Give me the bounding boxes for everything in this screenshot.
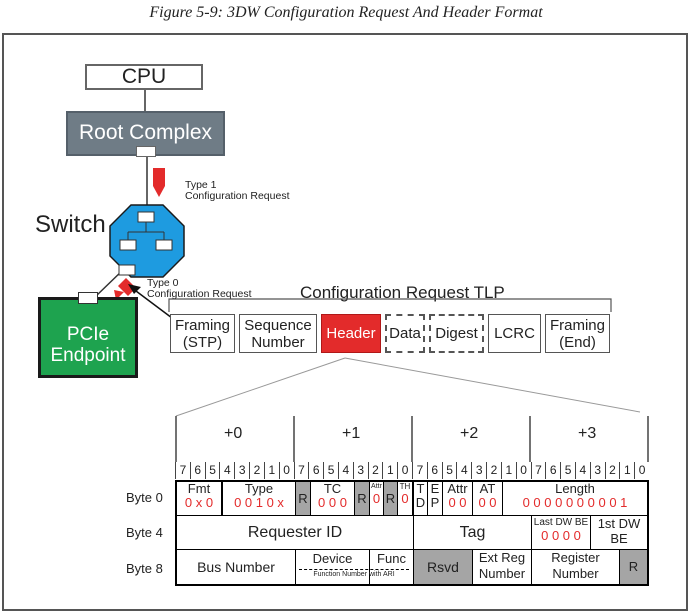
field-func: Func xyxy=(369,550,413,584)
bit-number: 3 xyxy=(352,462,368,479)
type0-label-line2: Configuration Request xyxy=(147,288,252,300)
type1-arrow xyxy=(153,168,165,197)
row-label-byte4: Byte 4 xyxy=(126,525,163,540)
bit-number: 2 xyxy=(249,462,264,479)
bit-number: 3 xyxy=(234,462,249,479)
field-length: Length 0 0 0 0 0 0 0 0 0 1 xyxy=(502,482,647,515)
bit-number: 2 xyxy=(604,462,620,479)
field-reserved-r: R xyxy=(619,550,647,584)
field-device: Device xyxy=(295,550,369,584)
row-label-byte0: Byte 0 xyxy=(126,490,163,505)
tlp-field-lcrc: LCRC xyxy=(488,314,541,353)
header-format-table: Fmt 0 x 0 Type 0 0 1 0 x R TC 0 0 0 R At… xyxy=(175,480,649,586)
bit-number: 2 xyxy=(367,462,383,479)
pcie-endpoint-box: PCIe Endpoint xyxy=(38,297,138,378)
bit-number: 7 xyxy=(293,462,309,479)
bit-number: 0 xyxy=(515,462,531,479)
byte-offset-1: +1 xyxy=(342,425,361,442)
bit-number: 6 xyxy=(426,462,442,479)
row-label-byte8: Byte 8 xyxy=(126,561,163,576)
field-rsvd: Rsvd xyxy=(413,550,472,584)
field-first-dw-be: 1st DW BE xyxy=(590,516,647,549)
ari-note: Function Number with ARI xyxy=(299,569,409,579)
byte-offset-0: +0 xyxy=(224,425,243,442)
field-requester-id: Requester ID xyxy=(177,516,413,549)
bit-number: 3 xyxy=(471,462,486,479)
bit-number: 2 xyxy=(486,462,501,479)
tlp-field-data: Data xyxy=(385,314,425,353)
tlp-title: Configuration Request TLP xyxy=(300,283,505,302)
field-at: AT 0 0 xyxy=(472,482,502,515)
byte-ticks xyxy=(175,416,649,462)
field-bus-number: Bus Number xyxy=(177,550,295,584)
bit-number: 1 xyxy=(500,462,516,479)
field-tag: Tag xyxy=(413,516,531,549)
bit-number: 0 xyxy=(397,462,412,479)
field-reserved-3: R xyxy=(383,482,397,515)
figure-caption: Figure 5-9: 3DW Configuration Request An… xyxy=(149,4,543,21)
field-attr: Attr 0 0 xyxy=(442,482,472,515)
switch-label: Switch xyxy=(35,211,106,238)
bit-number: 1 xyxy=(382,462,397,479)
bit-number: 0 xyxy=(634,462,649,479)
bit-number: 5 xyxy=(441,462,457,479)
bit-number: 4 xyxy=(574,462,590,479)
field-ext-reg-number: Ext Reg Number xyxy=(472,550,531,584)
bit-number: 6 xyxy=(545,462,560,479)
bit-number: 1 xyxy=(263,462,279,479)
field-register-number: Register Number xyxy=(531,550,619,584)
tlp-bracket xyxy=(168,298,612,312)
cpu-box: CPU xyxy=(85,64,203,90)
bit-number: 0 xyxy=(278,462,294,479)
tlp-field-framing-end: Framing(End) xyxy=(545,314,610,353)
bit-number: 3 xyxy=(589,462,605,479)
byte-offset-3: +3 xyxy=(578,425,597,442)
bit-number: 7 xyxy=(412,462,427,479)
tlp-field-digest: Digest xyxy=(429,314,484,353)
field-fmt: Fmt 0 x 0 xyxy=(177,482,221,515)
endpoint-label-line2: Endpoint xyxy=(50,345,126,366)
switch-node xyxy=(109,204,185,278)
field-ep: E P xyxy=(427,482,442,515)
bit-number: 1 xyxy=(619,462,634,479)
field-attr-bit: Attr 0 xyxy=(369,482,383,515)
endpoint-label-line1: PCIe xyxy=(66,324,110,345)
field-type: Type 0 0 1 0 x xyxy=(222,482,295,515)
root-complex-port xyxy=(136,146,156,157)
bit-number: 4 xyxy=(337,462,353,479)
bit-number: 7 xyxy=(175,462,190,479)
type0-label-line1: Type 0 xyxy=(147,277,179,289)
tlp-field-framing-start: Framing(STP) xyxy=(170,314,235,353)
type1-label-line1: Type 1 xyxy=(185,179,217,191)
endpoint-port xyxy=(78,292,98,304)
bit-number: 4 xyxy=(456,462,471,479)
bit-number: 5 xyxy=(560,462,575,479)
type1-label-line2: Configuration Request xyxy=(185,190,290,202)
field-tc: TC 0 0 0 xyxy=(310,482,354,515)
bit-number: 6 xyxy=(189,462,205,479)
byte-offset-2: +2 xyxy=(460,425,479,442)
field-td: T D xyxy=(413,482,427,515)
bit-number: 5 xyxy=(323,462,338,479)
bit-number: 4 xyxy=(219,462,234,479)
bit-number: 7 xyxy=(530,462,546,479)
field-last-dw-be: Last DW BE 0 0 0 0 xyxy=(531,516,590,549)
field-th: TH 0 xyxy=(397,482,412,515)
tlp-field-header: Header xyxy=(321,314,381,353)
field-reserved-2: R xyxy=(354,482,369,515)
bit-number: 5 xyxy=(204,462,220,479)
bit-number: 6 xyxy=(308,462,323,479)
figure-frame xyxy=(2,33,688,611)
field-reserved-1: R xyxy=(295,482,310,515)
